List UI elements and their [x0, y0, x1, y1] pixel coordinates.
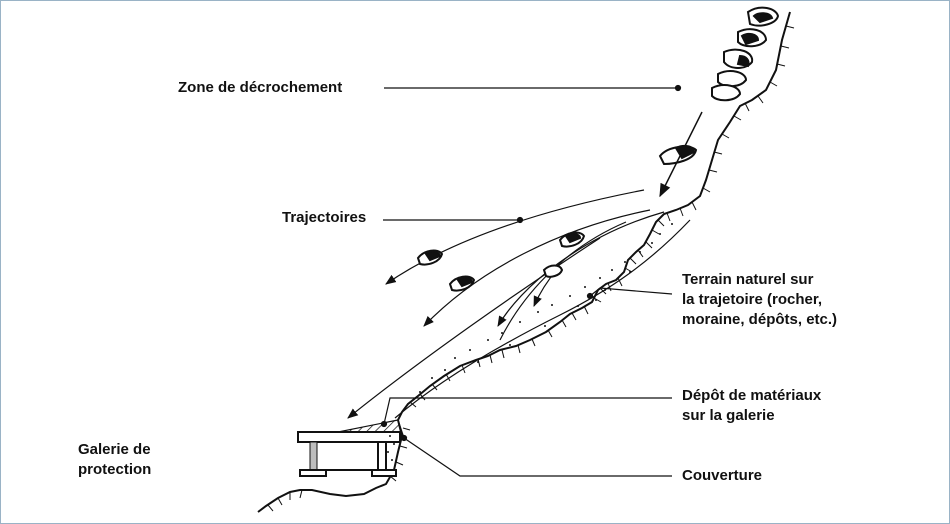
label-depot-line2: sur la galerie — [682, 407, 775, 424]
midflight-boulders — [416, 231, 586, 292]
label-depot-line1: Dépôt de matériaux — [682, 387, 822, 404]
fall-arrow — [659, 111, 703, 198]
label-galerie-line1: Galerie de — [78, 441, 151, 458]
rock-face-ticks — [267, 25, 795, 512]
label-terrain-naturel: Terrain naturel sur la trajetoire (roche… — [682, 270, 837, 330]
label-galerie-line2: protection — [78, 461, 152, 478]
rock-face-profile — [257, 11, 791, 513]
label-terrain-line1: Terrain naturel sur — [682, 271, 814, 288]
label-trajectoires: Trajectoires — [282, 209, 367, 226]
label-couverture: Couverture — [682, 467, 763, 484]
label-terrain-line2: la trajetoire (rocher, — [682, 291, 823, 308]
label-depot-materiaux: Dépôt de matériaux sur la galerie — [682, 386, 821, 426]
slope-surface-line — [394, 219, 691, 419]
label-zone-decrochement: Zone de décrochement — [178, 79, 343, 96]
leader-lines — [380, 84, 682, 477]
gallery-roof — [297, 431, 401, 443]
gallery-pillar — [309, 441, 318, 471]
label-galerie-protection: Galerie de protection — [78, 440, 151, 480]
label-terrain-line3: moraine, dépôts, etc.) — [682, 311, 838, 328]
protection-gallery — [297, 419, 405, 477]
falling-boulder — [658, 144, 698, 166]
detached-boulders — [711, 6, 780, 102]
